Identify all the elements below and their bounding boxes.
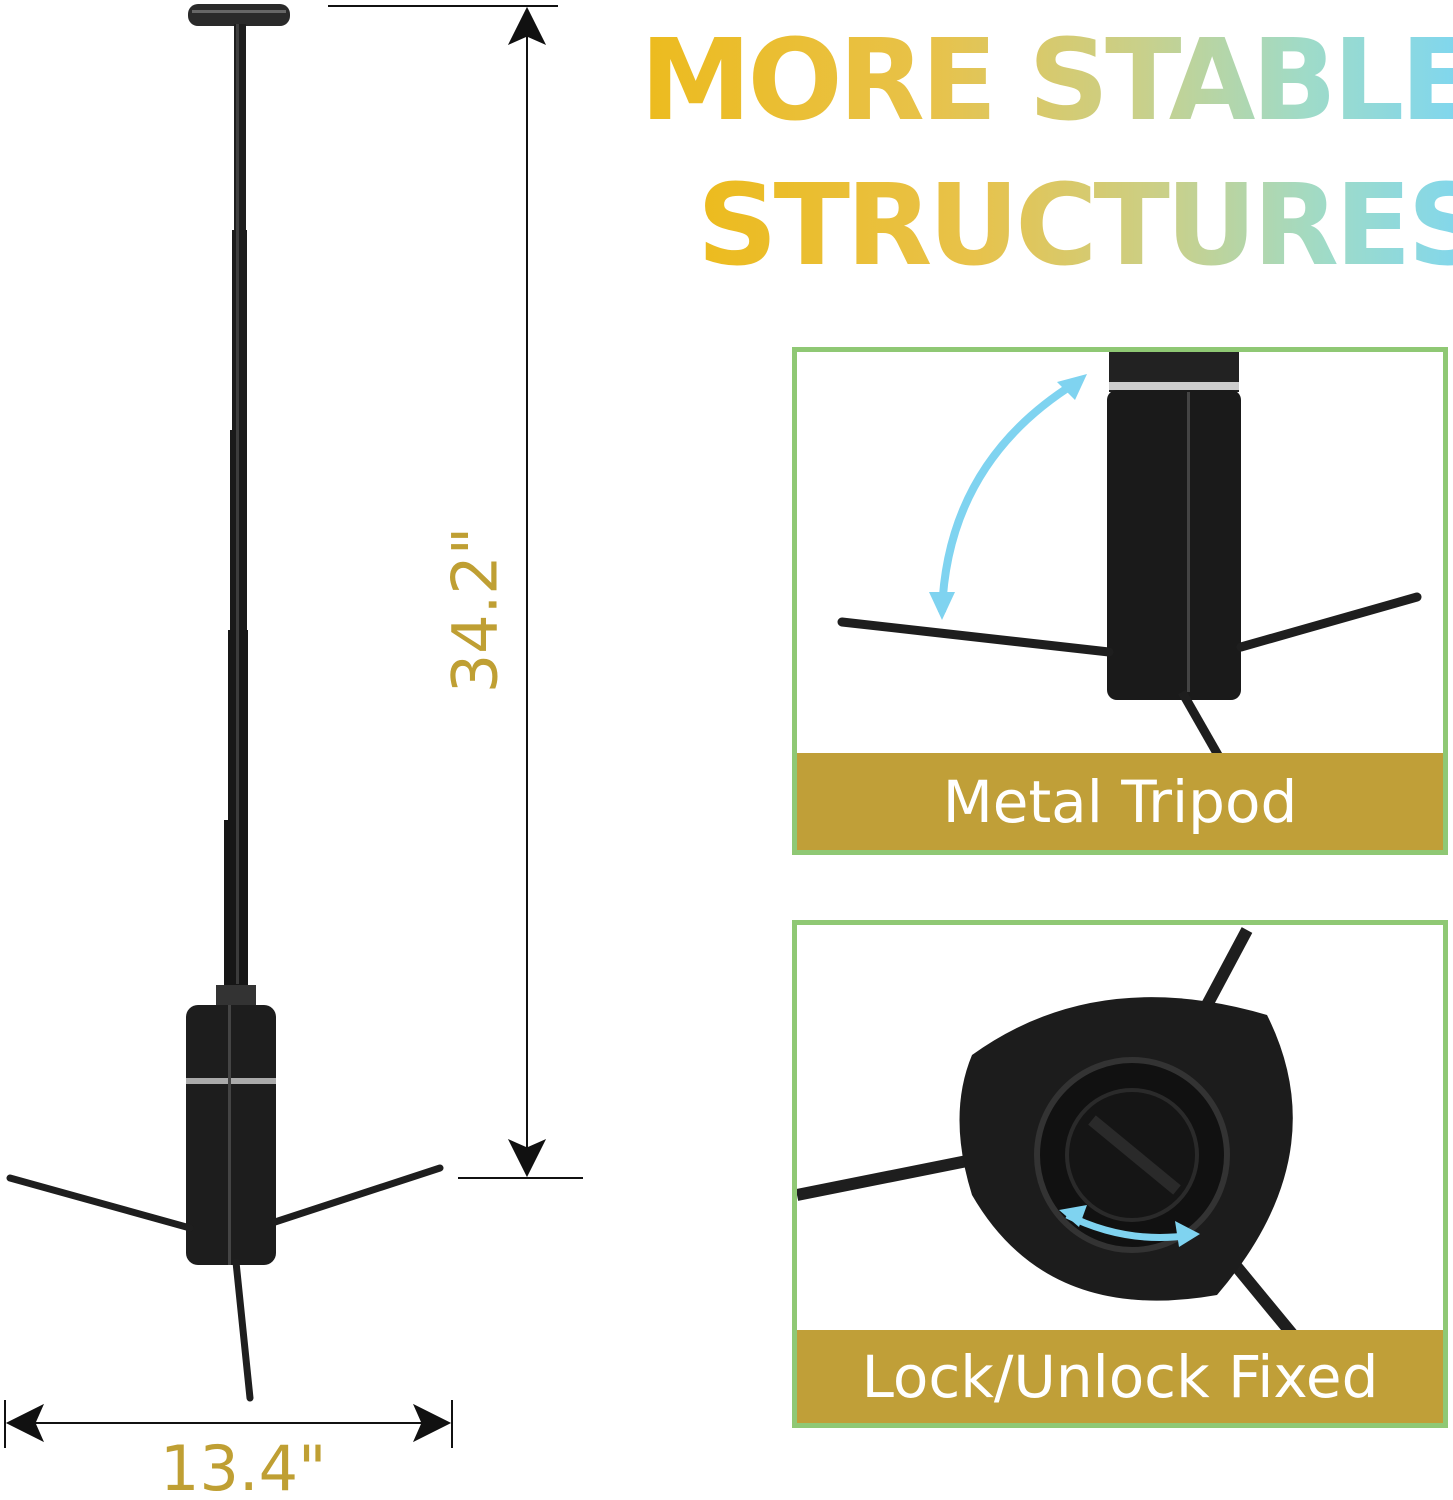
metal-tripod-panel: Metal Tripod xyxy=(792,347,1448,855)
tripod-closeup-photo xyxy=(837,352,1422,765)
rotate-arrow-icon xyxy=(938,378,1080,613)
height-label: 34.2" xyxy=(438,526,512,694)
width-label: 13.4" xyxy=(160,1432,327,1500)
tripod-stand-illustration xyxy=(4,4,583,1448)
panel-caption: Lock/Unlock Fixed xyxy=(797,1330,1443,1423)
stand-legs xyxy=(6,1164,444,1402)
panel-caption: Metal Tripod xyxy=(797,753,1443,850)
headline-line-2: STRUCTURES xyxy=(697,170,1453,282)
stand-base xyxy=(186,1005,276,1265)
width-dimension-line xyxy=(4,1400,453,1448)
lock-unlock-panel: Lock/Unlock Fixed xyxy=(792,920,1448,1428)
headline-line-1: MORE STABLE xyxy=(640,25,1453,137)
height-dimension-line xyxy=(328,5,583,1179)
base-bottom-photo xyxy=(797,927,1302,1344)
stand-pole xyxy=(188,4,290,1005)
